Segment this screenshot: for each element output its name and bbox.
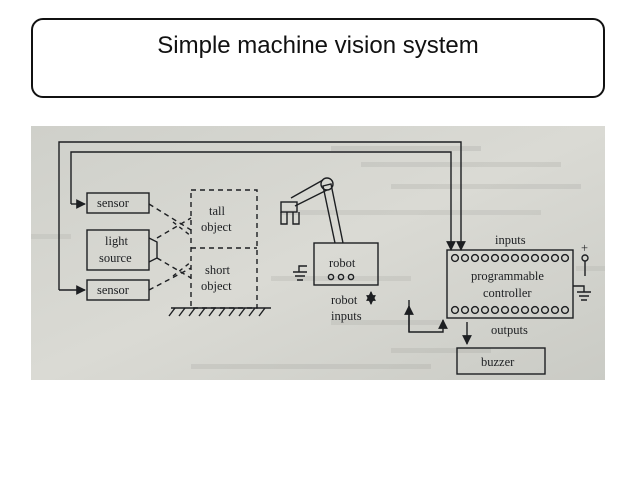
robot-arm-upper xyxy=(322,183,344,244)
light-source-lens xyxy=(148,237,158,263)
diagram-labels: sensor light source sensor tall object s… xyxy=(97,196,588,369)
label-short-object-2: object xyxy=(201,279,232,293)
robot-forearm xyxy=(290,179,328,207)
label-robot-inputs-1: robot xyxy=(331,293,358,307)
beam-to-short xyxy=(156,257,192,279)
label-buzzer: buzzer xyxy=(481,355,515,369)
label-sensor-top: sensor xyxy=(97,196,130,210)
beam-cross-2 xyxy=(172,261,192,277)
title-box: Simple machine vision system xyxy=(31,18,605,98)
plc-output-terminals xyxy=(450,305,570,315)
beam-cross-1 xyxy=(172,221,192,237)
label-outputs: outputs xyxy=(491,323,528,337)
label-sensor-bottom: sensor xyxy=(97,283,130,297)
robot-ground-symbol xyxy=(293,265,307,281)
robot-indicator-3 xyxy=(347,273,355,281)
buzzer-box xyxy=(456,347,546,375)
robot-indicator-1 xyxy=(327,273,335,281)
beam-to-tall xyxy=(156,217,192,239)
ground-hatch xyxy=(168,307,266,317)
robot-indicator-2 xyxy=(337,273,345,281)
label-light-source-1: light xyxy=(105,234,128,248)
label-short-object-1: short xyxy=(205,263,231,277)
robot-wrist xyxy=(280,201,298,213)
machine-vision-diagram: sensor light source sensor tall object s… xyxy=(31,126,605,380)
plc-box xyxy=(446,249,574,319)
label-plus-sign: + xyxy=(581,241,588,255)
slide-title: Simple machine vision system xyxy=(157,32,479,59)
line-sensor-bottom-to-plc xyxy=(58,141,466,290)
robot-body xyxy=(313,242,379,286)
label-tall-object-1: tall xyxy=(209,204,225,218)
paper-background xyxy=(31,126,605,380)
plc-input-terminals xyxy=(450,253,570,263)
beam-reflect-bottom xyxy=(148,267,192,291)
line-sensor-top-to-plc xyxy=(70,151,456,251)
diagram-photo: sensor light source sensor tall object s… xyxy=(31,126,605,380)
sensor-top-box xyxy=(86,192,150,214)
plc-ground-symbol xyxy=(573,285,591,301)
light-source-box xyxy=(86,229,150,271)
label-robot-inputs-2: inputs xyxy=(331,309,362,323)
label-plc-2: controller xyxy=(483,286,532,300)
label-tall-object-2: object xyxy=(201,220,232,234)
robot-gripper xyxy=(280,212,300,225)
label-inputs: inputs xyxy=(495,233,526,247)
label-robot: robot xyxy=(329,256,356,270)
label-light-source-2: source xyxy=(99,251,132,265)
label-plc-1: programmable xyxy=(471,269,544,283)
